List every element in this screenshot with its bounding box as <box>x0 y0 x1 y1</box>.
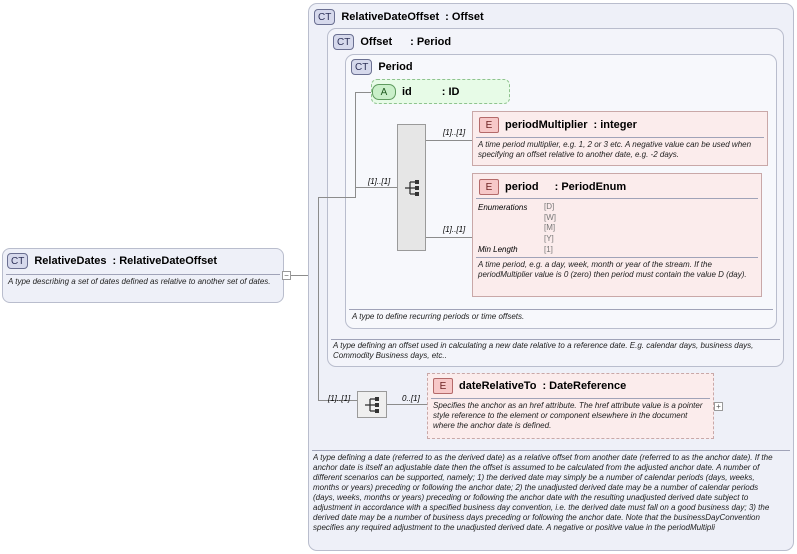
element-icon: E <box>479 117 499 133</box>
offset-type: : Period <box>410 36 452 48</box>
min-length-value: [1] <box>544 245 553 254</box>
relative-date-offset-name: RelativeDateOffset <box>341 11 440 23</box>
complex-type-icon: CT <box>333 34 355 50</box>
date-relative-to-element[interactable]: E dateRelativeTo : DateReference Specifi… <box>427 373 714 439</box>
min-length-label: Min Length <box>478 245 518 254</box>
period-element-name: period <box>505 181 539 193</box>
lower-sequence-multiplicity: [1]..[1] <box>328 394 351 403</box>
period-element[interactable]: E period : PeriodEnum Enumerations [D] [… <box>472 173 762 297</box>
enumeration-value: [W] <box>544 212 556 222</box>
period-multiplier-name: periodMultiplier <box>505 119 588 131</box>
relative-dates-name: RelativeDates <box>34 255 107 267</box>
id-attribute-box[interactable]: A id : ID <box>371 79 510 104</box>
sequence-multiplicity: [1]..[1] <box>368 177 391 186</box>
enumeration-value: [M] <box>544 223 556 232</box>
sequence-compositor[interactable] <box>397 124 426 251</box>
period-element-description: A time period, e.g. a day, week, month o… <box>478 260 747 279</box>
period-multiplier-type: : integer <box>593 119 637 131</box>
enumeration-list: [D] [W] [M] [Y] <box>544 202 556 244</box>
offset-description: A type defining an offset used in calcul… <box>333 341 754 360</box>
period-element-type: : PeriodEnum <box>554 181 627 193</box>
period-type-name: Period <box>378 61 413 73</box>
period-element-multiplicity: [1]..[1] <box>443 225 466 234</box>
element-icon: E <box>479 179 499 195</box>
relative-dates-description: A type describing a set of dates defined… <box>8 277 271 286</box>
attribute-icon: A <box>372 84 396 100</box>
date-relative-to-description: Specifies the anchor as an href attribut… <box>433 401 703 430</box>
id-attribute-type: : ID <box>441 86 460 98</box>
sequence-icon <box>404 179 419 196</box>
collapse-toggle-icon[interactable]: − <box>282 271 291 280</box>
relative-dates-type: : RelativeDateOffset <box>112 255 218 267</box>
period-type-description: A type to define recurring periods or ti… <box>352 312 525 321</box>
id-attribute-name: id <box>402 86 412 98</box>
complex-type-icon: CT <box>7 253 29 269</box>
enumeration-value: [D] <box>544 202 555 211</box>
element-icon: E <box>433 378 453 394</box>
relative-date-offset-type: : Offset <box>445 11 484 23</box>
enumerations-label: Enumerations <box>478 203 528 212</box>
date-relative-to-multiplicity: 0..[1] <box>402 394 420 403</box>
date-relative-to-name: dateRelativeTo <box>459 380 537 392</box>
relative-dates-box[interactable]: CT RelativeDates : RelativeDateOffset A … <box>2 248 284 303</box>
sequence-icon <box>365 396 379 413</box>
date-relative-to-type: : DateReference <box>542 380 627 392</box>
enumeration-value: [Y] <box>544 233 554 243</box>
offset-name: Offset <box>360 36 393 48</box>
period-multiplier-description: A time period multiplier, e.g. 1, 2 or 3… <box>478 140 752 159</box>
period-multiplier-element[interactable]: E periodMultiplier : integer A time peri… <box>472 111 768 166</box>
lower-sequence-compositor[interactable] <box>357 391 387 418</box>
complex-type-icon: CT <box>351 59 373 75</box>
period-multiplier-multiplicity: [1]..[1] <box>443 128 466 137</box>
expand-toggle-icon[interactable]: + <box>714 402 723 411</box>
relative-date-offset-description: A type defining a date (referred to as t… <box>313 453 773 532</box>
complex-type-icon: CT <box>314 9 336 25</box>
